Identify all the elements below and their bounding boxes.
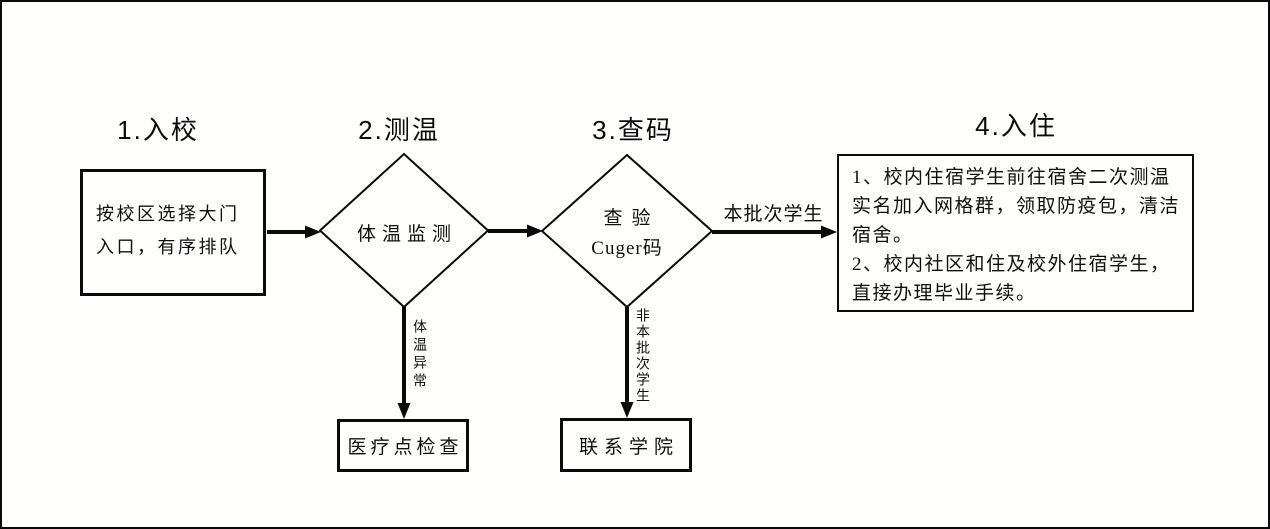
checkin-line-5: 直接办理毕业手续。 [852, 283, 1037, 304]
step-title-check-in: 4.入住 [975, 111, 1057, 141]
edge-label-current-batch: 本批次学生 [723, 204, 824, 225]
edge-label-not-current-batch: 非本批次学生 [634, 308, 649, 404]
arrowhead-code-to-checkin [821, 225, 837, 239]
step-title-enter-school: 1.入校 [117, 115, 199, 145]
entry-box-line-1: 按校区选择大门 [96, 204, 240, 224]
step-title-check-code: 3.查码 [592, 115, 674, 145]
contact-college-box: 联系学院 [560, 418, 692, 472]
entry-box: 按校区选择大门 入口，有序排队 [80, 169, 266, 296]
checkin-line-4: 2、校内社区和住及校外住宿学生， [852, 254, 1171, 275]
code-check-line-1: 查验 [603, 208, 660, 229]
checkin-line-3: 宿舍。 [852, 225, 914, 246]
step-title-temperature: 2.测温 [358, 115, 440, 145]
arrowhead-temp-to-medical [397, 403, 411, 419]
arrowhead-entry-to-temp [305, 225, 321, 239]
checkin-box: 1、校内住宿学生前往宿舍二次测温 实名加入网格群，领取防疫包，清洁 宿舍。 2、… [837, 154, 1194, 312]
code-check-line-2: Cuger码 [591, 238, 663, 259]
temp-check-diamond-label: 体温监测 [356, 224, 457, 245]
arrowhead-temp-to-code [527, 224, 543, 238]
checkin-line-2: 实名加入网格群，领取防疫包，清洁 [852, 196, 1181, 217]
arrowhead-code-to-college [620, 402, 634, 418]
checkin-line-1: 1、校内住宿学生前往宿舍二次测温 [852, 167, 1171, 188]
entry-box-line-2: 入口，有序排队 [96, 237, 240, 257]
code-check-diamond-label: 查验 Cuger码 [542, 204, 712, 264]
edge-label-temp-abnormal: 体温异常 [411, 319, 426, 391]
medical-check-box: 医疗点检查 [337, 419, 469, 472]
